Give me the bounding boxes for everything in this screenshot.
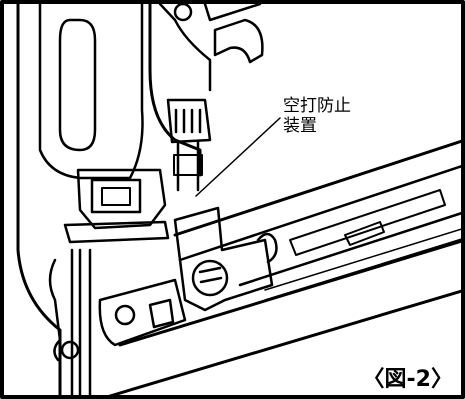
nose-shaft xyxy=(70,248,92,399)
trigger-lever xyxy=(213,18,264,64)
lockout-knob-slot xyxy=(198,266,223,284)
pivot-pin xyxy=(173,2,193,22)
nose-pin xyxy=(60,340,80,360)
nose-window xyxy=(90,178,142,214)
adjuster-ridges xyxy=(174,108,202,134)
magazine-base xyxy=(98,288,465,399)
nose-guide xyxy=(48,258,62,362)
magazine-rail-1 xyxy=(178,163,465,262)
adjuster-spring xyxy=(173,154,203,176)
dry-fire-lockout-callout: 空打防止 装置 xyxy=(283,96,351,136)
callout-leader xyxy=(195,117,281,197)
magazine-top xyxy=(173,138,465,237)
adjuster-stem xyxy=(176,140,200,192)
adjuster-block xyxy=(166,98,212,144)
figure-label: 〈図-2〉 xyxy=(360,361,455,393)
magazine-groove xyxy=(264,227,465,301)
callout-label-line1: 空打防止 xyxy=(283,96,351,116)
callout-label-line2: 装置 xyxy=(283,116,317,136)
magazine-bottom xyxy=(118,238,465,347)
latch-button xyxy=(148,298,175,329)
latch-pin xyxy=(114,304,136,326)
housing-inner-outline xyxy=(38,2,144,180)
trigger-guard xyxy=(158,2,212,92)
nose-housing xyxy=(76,168,167,230)
magazine-latch xyxy=(98,278,187,347)
nose-window-inner xyxy=(101,187,131,206)
housing-slot xyxy=(58,18,97,152)
magazine-slot-inner xyxy=(344,221,385,246)
magazine-rail-2 xyxy=(238,210,465,287)
magazine-slot xyxy=(289,189,446,256)
lockout-roller xyxy=(256,232,278,264)
upper-body-right xyxy=(203,2,262,22)
lockout-plate xyxy=(173,206,274,312)
nose-clamp xyxy=(63,220,170,244)
lockout-knob xyxy=(191,259,229,297)
